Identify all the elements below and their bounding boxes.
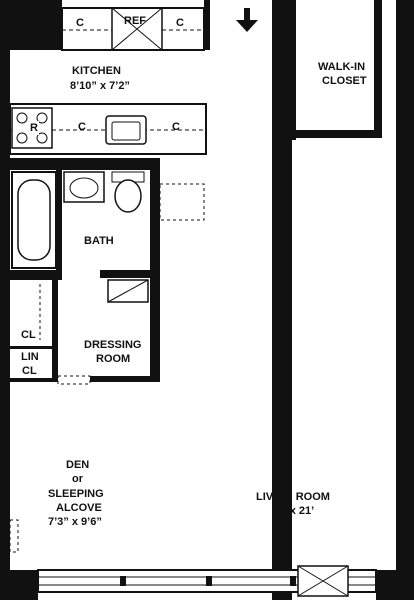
bathtub [11,171,57,269]
living-room-label: LIVING ROOM [256,491,330,503]
range-label: R [29,121,39,135]
den-size: 7’3” x 9’6” [48,516,102,528]
dressing-room-label: DRESSING [84,339,142,351]
refrigerator-label: REF [124,15,146,27]
kitchen-lower-counter [9,103,207,155]
living-room-size: 12’ x 21’ [272,505,315,517]
linen-closet-label: CL [22,365,37,377]
kitchen-upper-counter [61,7,205,51]
window-wall [37,565,377,597]
toilet [111,171,145,213]
walk-in-closet-walls [288,0,382,140]
walk-in-closet-label: CLOSET [322,75,367,87]
den-label: SLEEPING [48,488,104,500]
sink [63,171,105,203]
kitchen-name: KITCHEN [72,65,121,77]
dressing-room-label: ROOM [96,353,131,365]
linen-shelf [107,279,149,303]
kitchen-cabinet-label: C [78,121,86,133]
den-door [9,519,19,553]
walk-in-closet-label: WALK-IN [318,61,366,73]
den-label: ALCOVE [56,502,102,514]
kitchen-size: 8’10” x 7’2” [70,80,130,92]
kitchen-cabinet-label: C [76,17,84,29]
den-label: or [72,473,83,485]
bath-label: BATH [84,235,114,247]
bath-walls [0,158,160,380]
kitchen-cabinet-label: C [172,121,180,133]
kitchen-cabinet-label: C [176,17,184,29]
bath-door [159,183,205,221]
den-label: DEN [66,459,90,471]
closet-walls [0,280,160,382]
linen-closet-label: LIN [21,351,39,363]
closet-door-lines [39,284,91,385]
arrow-down-icon [236,8,258,32]
closet-label: CL [21,329,36,341]
